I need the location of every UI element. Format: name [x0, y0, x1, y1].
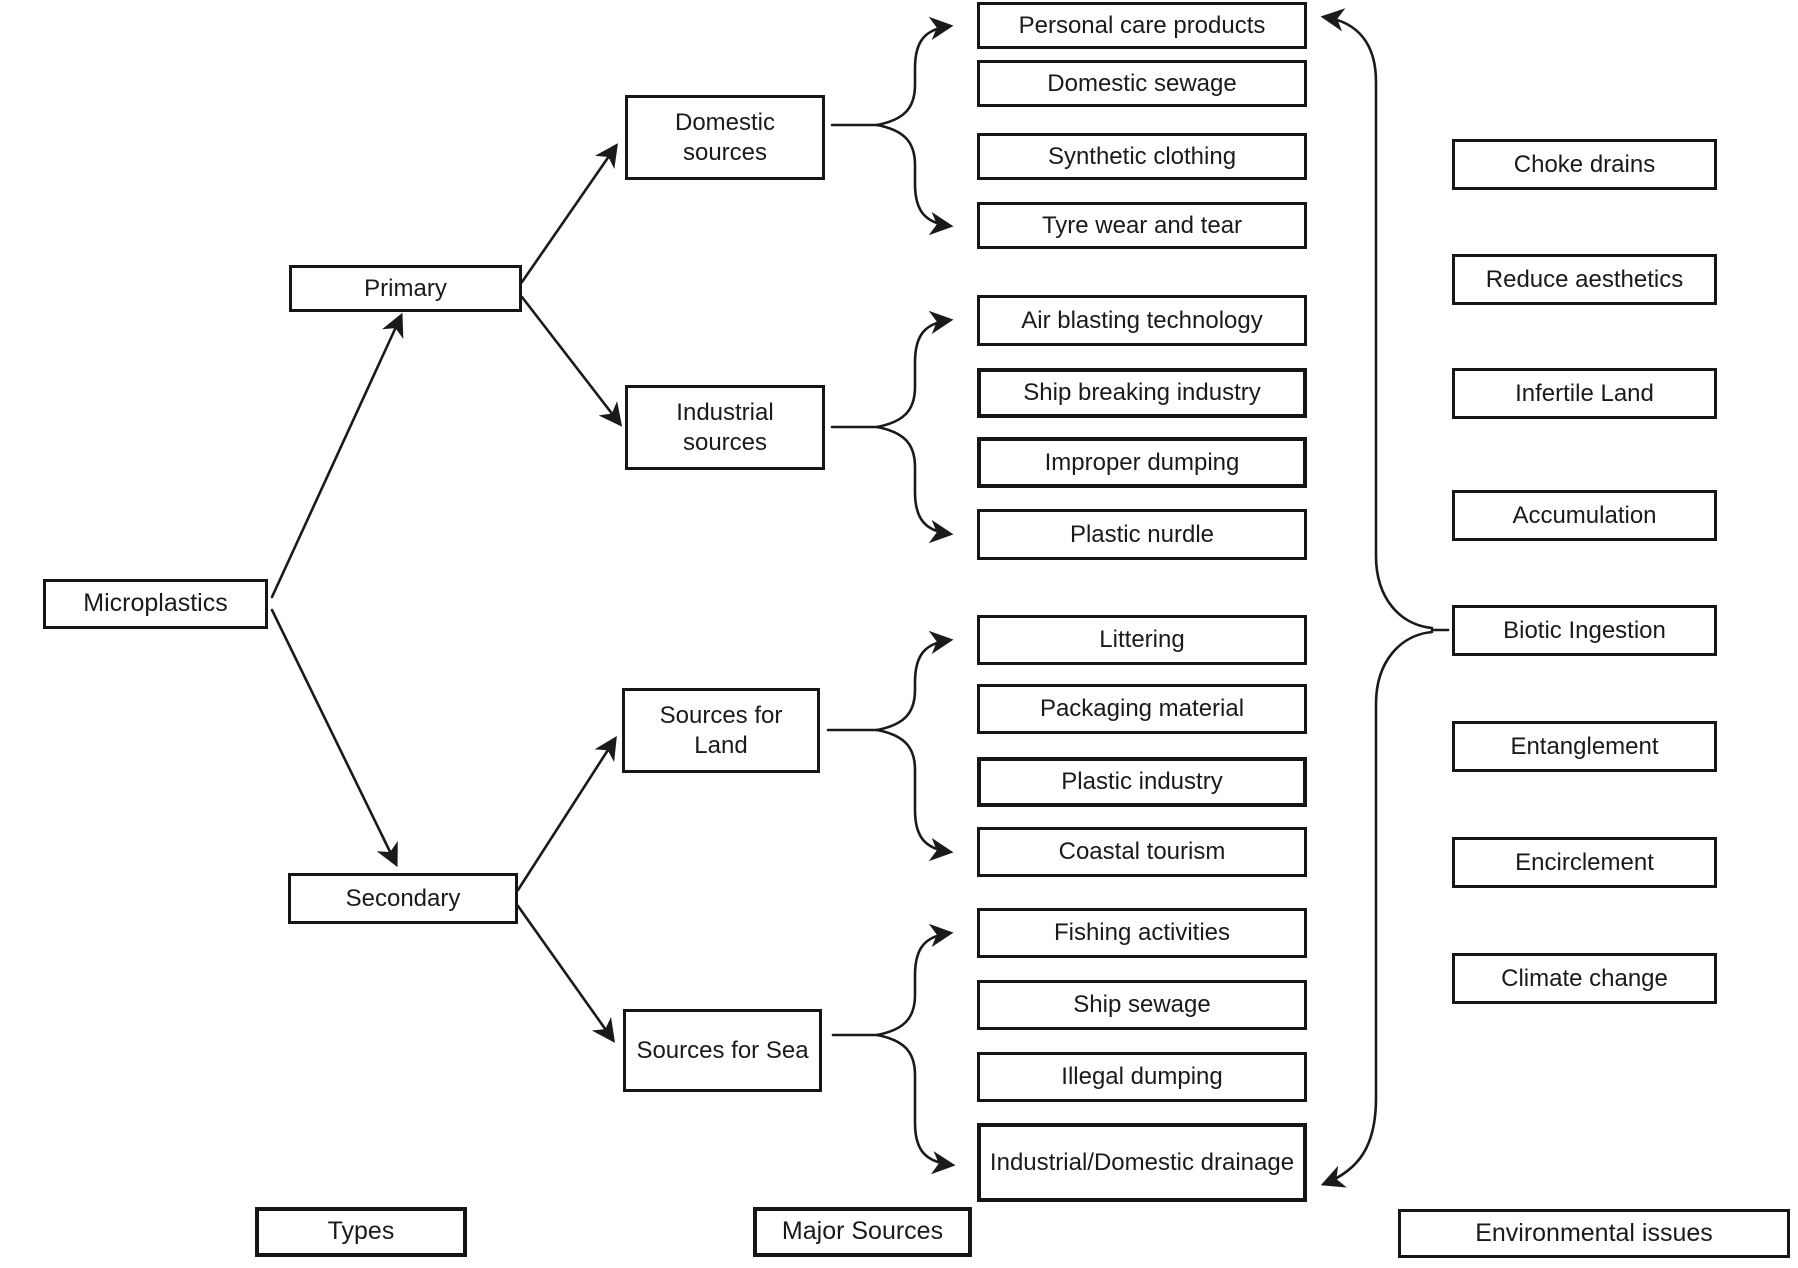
arrow-secondary-sea — [516, 904, 616, 1043]
issue-choke-drains: Choke drains — [1452, 139, 1717, 190]
brace-land-bottom — [875, 728, 954, 862]
brace-domestic-top — [875, 16, 954, 127]
item-littering: Littering — [977, 615, 1307, 665]
issue-encirclement: Encirclement — [1452, 837, 1717, 888]
column-label-environmental-issues: Environmental issues — [1398, 1209, 1790, 1258]
issue-biotic-ingestion: Biotic Ingestion — [1452, 605, 1717, 656]
issue-entanglement: Entanglement — [1452, 721, 1717, 772]
node-microplastics: Microplastics — [43, 579, 268, 629]
big-brace-lower — [1320, 630, 1434, 1188]
item-improper-dumping: Improper dumping — [977, 437, 1307, 488]
arrow-root-primary — [270, 312, 404, 599]
item-domestic-sewage: Domestic sewage — [977, 60, 1307, 107]
item-personal-care-products: Personal care products — [977, 2, 1307, 49]
node-domestic-sources: Domestic sources — [625, 95, 825, 180]
column-label-major-sources: Major Sources — [753, 1207, 972, 1257]
item-tyre-wear-and-tear: Tyre wear and tear — [977, 202, 1307, 249]
brace-domestic-bottom — [875, 123, 954, 236]
arrow-primary-industrial — [520, 295, 623, 427]
item-packaging-material: Packaging material — [977, 684, 1307, 734]
item-plastic-nurdle: Plastic nurdle — [977, 509, 1307, 560]
item-plastic-industry: Plastic industry — [977, 757, 1307, 807]
brace-sea-top — [875, 923, 954, 1037]
item-industrial-domestic-drainage: Industrial/Domestic drainage — [977, 1123, 1307, 1202]
arrow-root-secondary — [270, 608, 398, 868]
brace-sea-bottom — [875, 1033, 956, 1175]
brace-land-top — [875, 630, 954, 732]
issue-climate-change: Climate change — [1452, 953, 1717, 1004]
node-sources-for-sea: Sources for Sea — [623, 1009, 822, 1092]
issue-infertile-land: Infertile Land — [1452, 368, 1717, 419]
node-industrial-sources: Industrial sources — [625, 385, 825, 470]
item-coastal-tourism: Coastal tourism — [977, 827, 1307, 877]
item-fishing-activities: Fishing activities — [977, 908, 1307, 958]
brace-industrial-top — [875, 310, 954, 429]
node-primary: Primary — [289, 265, 522, 312]
column-label-types: Types — [255, 1207, 467, 1257]
item-ship-sewage: Ship sewage — [977, 980, 1307, 1030]
item-synthetic-clothing: Synthetic clothing — [977, 133, 1307, 180]
issue-accumulation: Accumulation — [1452, 490, 1717, 541]
item-ship-breaking-industry: Ship breaking industry — [977, 368, 1307, 418]
node-secondary: Secondary — [288, 873, 518, 924]
item-air-blasting-technology: Air blasting technology — [977, 295, 1307, 346]
big-brace-upper — [1320, 8, 1434, 630]
item-illegal-dumping: Illegal dumping — [977, 1052, 1307, 1102]
arrow-primary-domestic — [520, 143, 618, 284]
node-sources-for-land: Sources for Land — [622, 688, 820, 773]
issue-reduce-aesthetics: Reduce aesthetics — [1452, 254, 1717, 305]
brace-industrial-bottom — [875, 425, 954, 544]
arrow-secondary-land — [516, 736, 617, 892]
